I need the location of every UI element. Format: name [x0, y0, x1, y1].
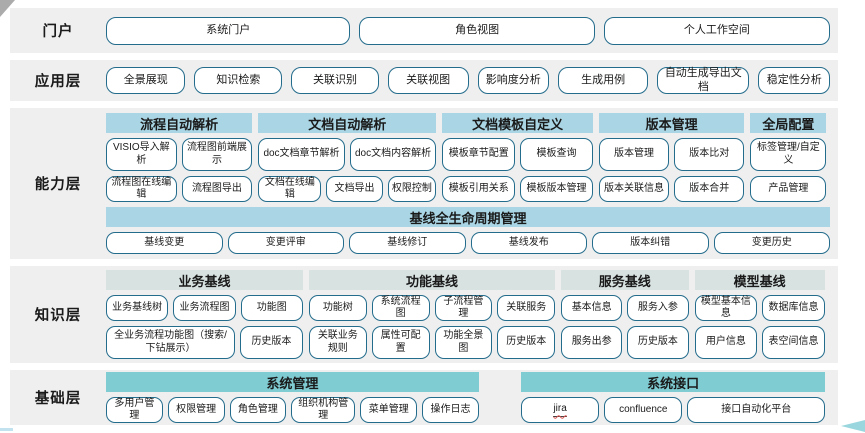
box-模板版本管理: 模板版本管理 [520, 176, 593, 202]
folded-corner-decoration [0, 0, 15, 17]
box-用户信息: 用户信息 [694, 326, 758, 359]
box-产品管理: 产品管理 [750, 176, 827, 202]
box-jira: jira [521, 397, 600, 423]
box-版本纠错: 版本纠错 [592, 232, 709, 254]
box-多用户管理: 多用户管理 [106, 397, 163, 423]
box-流程图前端展示: 流程图前端展示 [181, 138, 253, 171]
layer-label-portal: 门户 [42, 24, 74, 40]
box-接口自动化平台: 接口自动化平台 [687, 397, 826, 423]
box-组织机构管理: 组织机构管理 [291, 397, 356, 423]
layer-foundation: 基础层 系统管理多用户管理权限管理角色管理组织机构管理菜单管理操作日志 系统接口 j… [10, 370, 838, 425]
group-header-服务基线: 服务基线 [561, 270, 689, 290]
box-历史版本: 历史版本 [627, 326, 689, 359]
box-标签管理/自定义: 标签管理/自定义 [750, 138, 827, 171]
box-数据库信息: 数据库信息 [762, 295, 825, 321]
box-个人工作空间: 个人工作空间 [603, 16, 830, 45]
box-关联服务: 关联服务 [497, 295, 556, 321]
group-header-系统接口: 系统接口 [521, 372, 826, 392]
box-功能图: 功能图 [240, 295, 303, 321]
box-变更历史: 变更历史 [713, 232, 830, 254]
box-全业务流程功能图（搜索/下钻展示）: 全业务流程功能图（搜索/下钻展示） [106, 326, 235, 359]
box-doc文档内容解析: doc文档内容解析 [349, 138, 437, 171]
box-基线发布: 基线发布 [470, 232, 587, 254]
box-子流程管理: 子流程管理 [434, 295, 493, 321]
box-版本合并: 版本合并 [674, 176, 745, 202]
box-关联业务规则: 关联业务规则 [308, 326, 367, 359]
section-header-基线全生命周期管理: 基线全生命周期管理 [106, 207, 830, 227]
layer-portal: 门户 系统门户角色视图个人工作空间 [10, 8, 838, 53]
bottom-accent-line [0, 428, 13, 431]
layer-content-portal: 系统门户角色视图个人工作空间 [106, 13, 830, 48]
group-header-版本管理: 版本管理 [598, 113, 745, 133]
box-业务流程图: 业务流程图 [173, 295, 236, 321]
box-流程图导出: 流程图导出 [181, 176, 253, 202]
box-模板章节配置: 模板章节配置 [442, 138, 516, 171]
layer-label-application: 应用层 [34, 74, 82, 90]
group-header-全局配置: 全局配置 [750, 113, 827, 133]
group-header-文档自动解析: 文档自动解析 [258, 113, 437, 133]
group-header-系统管理: 系统管理 [106, 372, 479, 392]
box-生成用例: 生成用例 [558, 67, 649, 94]
box-基线变更: 基线变更 [106, 232, 223, 254]
box-文档导出: 文档导出 [326, 176, 383, 202]
layer-content-knowledge: 业务基线业务基线树业务流程图功能图全业务流程功能图（搜索/下钻展示）历史版本功能… [106, 270, 830, 359]
box-权限控制: 权限控制 [387, 176, 437, 202]
box-自动生成导出文档: 自动生成导出文档 [657, 67, 750, 94]
box-属性可配置: 属性可配置 [371, 326, 430, 359]
layer-content-application: 全景展现知识检索关联识别关联视图影响度分析生成用例自动生成导出文档稳定性分析 [106, 65, 831, 96]
layer-content-capability: 流程自动解析 VISIO导入解析流程图前端展示流程图在线编辑流程图导出 文档自动解析… [106, 113, 830, 254]
layer-knowledge: 知识层 业务基线业务基线树业务流程图功能图全业务流程功能图（搜索/下钻展示）历史… [10, 266, 838, 363]
group-header-业务基线: 业务基线 [106, 270, 303, 290]
box-服务入参: 服务入参 [627, 295, 689, 321]
box-表空间信息: 表空间信息 [762, 326, 825, 359]
box-业务基线树: 业务基线树 [106, 295, 169, 321]
box-服务出参: 服务出参 [561, 326, 623, 359]
box-基本信息: 基本信息 [561, 295, 623, 321]
box-历史版本: 历史版本 [239, 326, 303, 359]
box-功能树: 功能树 [308, 295, 367, 321]
box-稳定性分析: 稳定性分析 [758, 67, 831, 94]
box-知识检索: 知识检索 [194, 67, 283, 94]
layer-label-foundation: 基础层 [34, 391, 82, 407]
box-权限管理: 权限管理 [167, 397, 225, 423]
group-header-文档模板自定义: 文档模板自定义 [442, 113, 593, 133]
box-角色管理: 角色管理 [229, 397, 287, 423]
box-系统门户: 系统门户 [106, 16, 351, 45]
box-文档在线编辑: 文档在线编辑 [258, 176, 322, 202]
box-VISIO导入解析: VISIO导入解析 [106, 138, 177, 171]
box-系统流程图: 系统流程图 [371, 295, 430, 321]
group-header-功能基线: 功能基线 [308, 270, 556, 290]
box-历史版本: 历史版本 [497, 326, 556, 359]
layer-label-capability: 能力层 [34, 177, 82, 193]
box-菜单管理: 菜单管理 [360, 397, 418, 423]
layer-label-knowledge: 知识层 [34, 308, 82, 324]
group-header-模型基线: 模型基线 [694, 270, 825, 290]
group-header-流程自动解析: 流程自动解析 [106, 113, 253, 133]
box-影响度分析: 影响度分析 [477, 67, 550, 94]
box-模型基本信息: 模型基本信息 [694, 295, 758, 321]
box-关联识别: 关联识别 [291, 67, 379, 94]
box-操作日志: 操作日志 [422, 397, 479, 423]
box-模板引用关系: 模板引用关系 [442, 176, 516, 202]
box-confluence: confluence [604, 397, 683, 423]
layer-application: 应用层 全景展现知识检索关联识别关联视图影响度分析生成用例自动生成导出文档稳定性… [10, 60, 838, 101]
box-功能全景图: 功能全景图 [434, 326, 493, 359]
box-版本管理: 版本管理 [598, 138, 670, 171]
box-变更评审: 变更评审 [227, 232, 344, 254]
left-arrow-decoration [841, 420, 865, 432]
box-基线修订: 基线修订 [349, 232, 466, 254]
box-关联视图: 关联视图 [387, 67, 469, 94]
box-版本关联信息: 版本关联信息 [598, 176, 670, 202]
box-版本比对: 版本比对 [674, 138, 745, 171]
box-全景展现: 全景展现 [106, 67, 186, 94]
box-模板查询: 模板查询 [520, 138, 593, 171]
box-角色视图: 角色视图 [359, 16, 595, 45]
box-doc文档章节解析: doc文档章节解析 [258, 138, 345, 171]
box-流程图在线编辑: 流程图在线编辑 [106, 176, 177, 202]
